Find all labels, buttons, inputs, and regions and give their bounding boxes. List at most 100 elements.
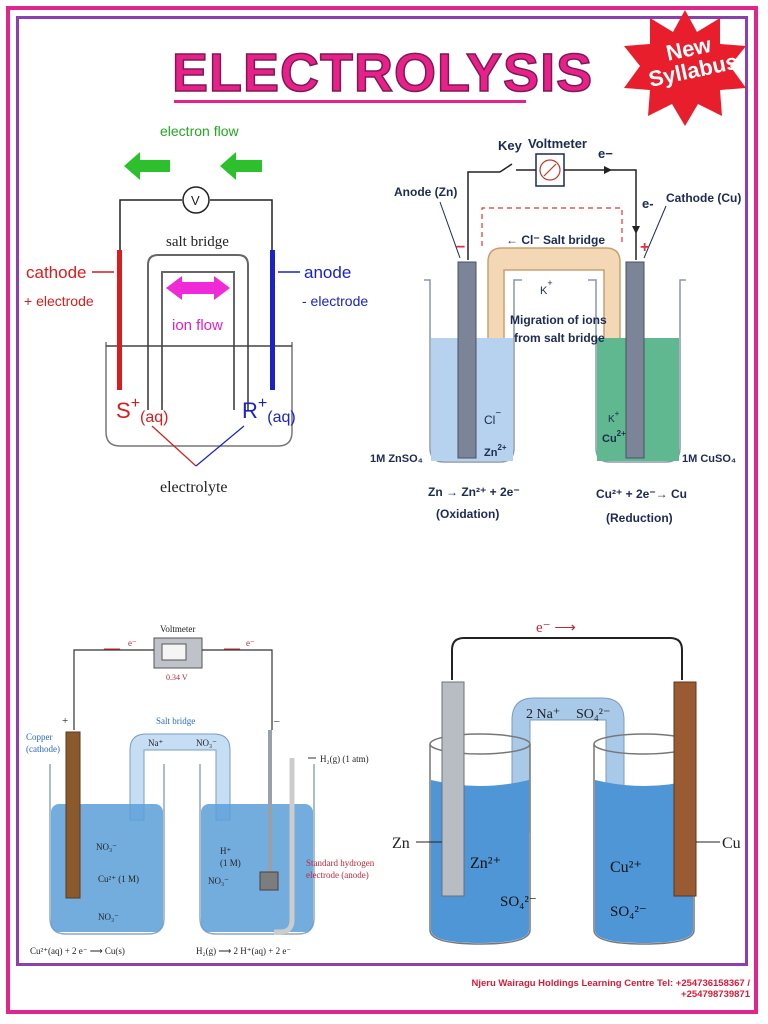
zinc-ion-label: Zn²⁺ — [470, 855, 501, 872]
key-label: Key — [498, 138, 523, 153]
diagram-generic-cell: electron flow V salt bridge ion flow cat… — [24, 123, 368, 496]
platinum-wire — [268, 730, 272, 880]
copper-label: Cu — [722, 835, 741, 852]
electron-right-label: e⁻ — [246, 638, 255, 648]
sulfate-right-label: SO₄²⁻ — [610, 904, 647, 920]
left-beaker-body — [429, 744, 531, 945]
beaker-outline — [105, 342, 293, 447]
zinc-ion-label: Zn2+ — [484, 443, 507, 459]
voltmeter-label: Voltmeter — [528, 136, 587, 151]
zinc-electrode — [457, 261, 477, 459]
zinc-electrode — [441, 681, 465, 897]
right-ion-label: R+(aq) — [242, 395, 296, 426]
copper-ion-label: Cu2+ — [602, 429, 626, 445]
diagram-zinc-copper-cell: e⁻ ⟶ 2 Na⁺ SO₄²⁻ Zn Cu Zn²⁺ Cu²⁺ SO₄²⁻ S… — [392, 620, 741, 945]
hydrogen-gas-label: H₂(g) (1 atm) — [320, 754, 369, 764]
electrolyte-pointer-left — [151, 425, 197, 467]
cathode-pointer — [643, 205, 667, 259]
nitrate-right-label: NO₃⁻ — [208, 876, 229, 886]
plus-terminal: + — [62, 715, 68, 727]
anode-label: anode — [304, 263, 351, 282]
voltmeter-label: V — [191, 193, 200, 208]
copper-role-label: (cathode) — [26, 744, 60, 754]
cathode-plus: + — [640, 239, 649, 256]
anode-rod — [270, 250, 275, 390]
reduction-label: (Reduction) — [606, 511, 673, 525]
footer-contact: Njeru Wairagu Holdings Learning Centre T… — [471, 978, 751, 1000]
starburst-badge — [624, 10, 746, 126]
voltmeter-label: Voltmeter — [160, 624, 195, 634]
electron-label-right: e- — [642, 196, 654, 211]
electron-left-label: e⁻ — [128, 638, 137, 648]
oxidation-equation: Zn → Zn²⁺ + 2e⁻ — [428, 485, 520, 499]
salt-bridge-tube-inner — [161, 271, 235, 410]
left-beaker — [49, 764, 165, 935]
electron-arrow-right — [632, 226, 640, 234]
minus-terminal: – — [273, 715, 280, 727]
sulfate-bridge-label: SO₄²⁻ — [576, 707, 610, 722]
migration-label-1: Migration of ions — [510, 313, 607, 327]
sulfate-left-label: SO₄²⁻ — [500, 894, 537, 910]
key-switch — [499, 163, 513, 173]
she-label-1: Standard hydrogen — [306, 858, 375, 868]
electron-dashed-path — [481, 207, 623, 246]
platinum-plate — [259, 871, 279, 891]
voltmeter-display — [161, 643, 187, 661]
external-wire — [451, 637, 683, 680]
copper-ion-label: Cu²⁺ — [610, 859, 642, 876]
zinc-label: Zn — [392, 835, 410, 852]
right-beaker — [588, 279, 686, 463]
oxidation-label: (Oxidation) — [436, 507, 499, 521]
sodium-label: Na⁺ — [148, 738, 163, 748]
voltmeter-needle — [543, 163, 557, 177]
left-ion-label: S+(aq) — [116, 395, 168, 426]
anode-sign-label: - electrode — [302, 293, 368, 309]
right-beaker — [199, 764, 315, 935]
salt-bridge-tube — [147, 254, 249, 410]
ion-flow-label: ion flow — [172, 317, 223, 334]
left-solution-label: 1M ZnSO₄ — [370, 453, 423, 465]
salt-bridge-label: ← Cl⁻ Salt bridge — [506, 233, 605, 247]
sodium-label: 2 Na⁺ — [526, 707, 560, 722]
diagram-daniell-cell: Key Voltmeter e− e- Anode (Zn) Cathode (… — [370, 136, 741, 525]
electron-arrow-label: e⁻ ⟶ — [536, 620, 576, 636]
electron-arrow-top — [604, 166, 612, 174]
left-beaker — [424, 279, 522, 463]
salt-bridge-label: Salt bridge — [156, 716, 195, 726]
nitrate-left-label: NO₃⁻ — [96, 842, 117, 852]
diagram-standard-hydrogen-electrode: Voltmeter 0.34 V e⁻ e⁻ + – Copper (catho… — [26, 624, 375, 956]
right-solution — [595, 780, 693, 943]
ion-flow-arrow — [166, 276, 230, 300]
reduction-equation: Cu²⁺ + 2e⁻→ Cu — [596, 487, 687, 501]
migration-label-2: from salt bridge — [514, 331, 605, 345]
hydrogen-inlet-tube — [274, 758, 295, 935]
copper-ion-label: Cu²⁺ (1 M) — [98, 874, 139, 884]
k-plus-label: K+ — [540, 278, 553, 297]
nitrate-bottom-label: NO₃⁻ — [98, 912, 119, 922]
hydrogen-ion-label: H⁺ — [220, 846, 231, 856]
chloride-label: Cl− — [484, 408, 501, 427]
title-underline — [174, 100, 526, 103]
salt-bridge-label: salt bridge — [166, 234, 229, 250]
cathode-equation: Cu²⁺(aq) + 2 e⁻ ⟶ Cu(s) — [30, 946, 125, 956]
copper-electrode — [673, 681, 697, 897]
outer-frame — [6, 6, 758, 1014]
electron-flow-arrow-left — [124, 152, 170, 180]
page-title: ELECTROLYSIS — [171, 42, 594, 104]
nitrate-bridge-label: NO₃⁻ — [196, 738, 217, 748]
right-beaker-body — [593, 744, 695, 945]
anode-pointer — [439, 201, 461, 259]
starburst-shape — [624, 10, 746, 126]
cathode-rod — [117, 250, 122, 390]
wire-left — [73, 649, 154, 730]
anode-equation: H₂(g) ⟶ 2 H⁺(aq) + 2 e⁻ — [196, 946, 291, 956]
electrolyte-pointer-right — [195, 425, 245, 467]
voltmeter-circle — [182, 186, 210, 214]
inner-frame — [16, 16, 748, 966]
potassium-label: K+ — [608, 409, 620, 425]
hydrogen-conc-label: (1 M) — [220, 858, 241, 868]
cathode-label: cathode — [26, 263, 87, 282]
external-wire-right — [210, 199, 273, 250]
cathode-sign-label: + electrode — [24, 293, 94, 309]
cathode-label: Cathode (Cu) — [666, 191, 741, 205]
